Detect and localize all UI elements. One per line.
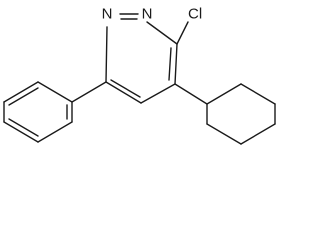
phenyl-bond-2: [3, 81, 39, 103]
phenyl-inner-2: [8, 118, 39, 137]
cyclohexyl-ring: [206, 83, 276, 145]
phenyl-ring: [3, 81, 73, 143]
pyridazine-ring: [105, 13, 178, 104]
chemical-structure-diagram: N N Cl: [3, 6, 276, 145]
cyclohexyl-bond-2: [240, 83, 276, 105]
bond-c3-c4: [174, 43, 178, 85]
bond-c6-phenyl: [71, 81, 107, 103]
phenyl-bond-4: [3, 121, 39, 143]
phenyl-bond-5: [37, 121, 73, 143]
phenyl-inner-1: [8, 87, 39, 106]
cyclohexyl-bond-1: [206, 83, 242, 105]
bond-c6-n1: [105, 26, 108, 83]
atom-label-n1: N: [102, 6, 113, 23]
bond-c3-c4-inner: [168, 47, 172, 81]
bond-n2-c3: [146, 21, 178, 45]
atom-label-n2: N: [142, 6, 153, 23]
atom-label-cl: Cl: [188, 6, 202, 23]
bond-c4-cyclohexyl: [174, 83, 208, 105]
cyclohexyl-bond-4: [240, 123, 276, 145]
bond-c5-c6-inner: [110, 79, 141, 98]
cyclohexyl-bond-5: [206, 123, 242, 145]
bond-c4-c5: [140, 83, 176, 104]
bond-c5-c6: [105, 81, 142, 104]
bond-c3-cl: [176, 21, 189, 45]
phenyl-bond-1: [37, 81, 73, 103]
